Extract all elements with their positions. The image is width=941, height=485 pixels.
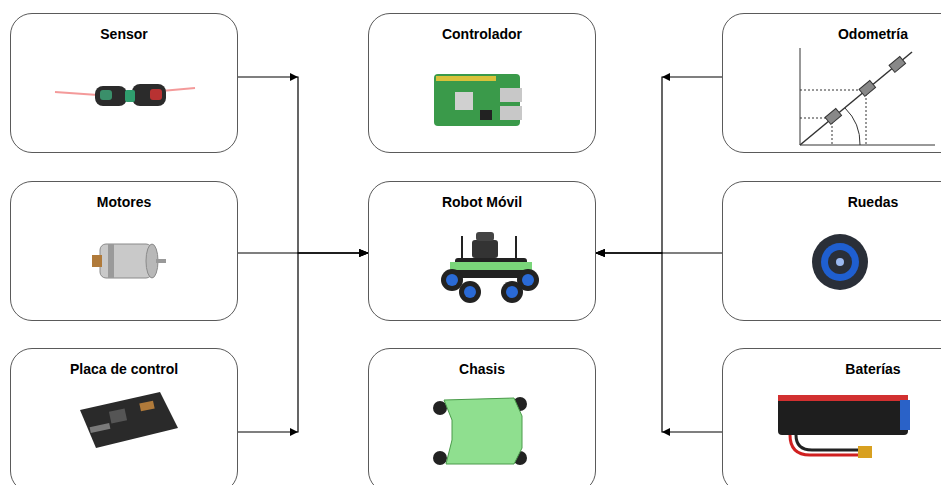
connector-arrow: [596, 253, 722, 432]
connector-arrow: [238, 77, 368, 253]
odometry-graph: [800, 48, 935, 145]
box-title: Controlador: [369, 14, 595, 42]
component-box: Chasis: [368, 348, 596, 485]
sensor-icon: [55, 84, 195, 106]
wheel-icon: [812, 234, 868, 290]
component-box: Placa de control: [10, 348, 238, 485]
connector-arrow: [596, 77, 722, 253]
motor-icon: [92, 244, 166, 278]
merge-arrowheads: [290, 73, 670, 436]
box-title: Motores: [11, 182, 237, 210]
component-box: Controlador: [368, 13, 596, 153]
component-box: Odometría: [722, 13, 941, 153]
control-board-icon: [80, 392, 178, 448]
box-title: Odometría: [723, 14, 941, 42]
chassis-icon: [433, 397, 527, 465]
component-box: Robot Móvil: [368, 181, 596, 321]
component-box: Ruedas: [722, 181, 941, 321]
box-title: Robot Móvil: [369, 182, 595, 210]
box-title: Ruedas: [723, 182, 941, 210]
box-title: Sensor: [11, 14, 237, 42]
box-title: Baterías: [723, 349, 941, 377]
box-title: Placa de control: [11, 349, 237, 377]
connector-arrow: [238, 253, 368, 432]
component-box: Sensor: [10, 13, 238, 153]
box-title: Chasis: [369, 349, 595, 377]
battery-icon: [778, 395, 910, 458]
raspberry-board-icon: [434, 74, 522, 126]
robot-icon: [441, 232, 539, 303]
component-box: Motores: [10, 181, 238, 321]
component-box: Baterías: [722, 348, 941, 485]
